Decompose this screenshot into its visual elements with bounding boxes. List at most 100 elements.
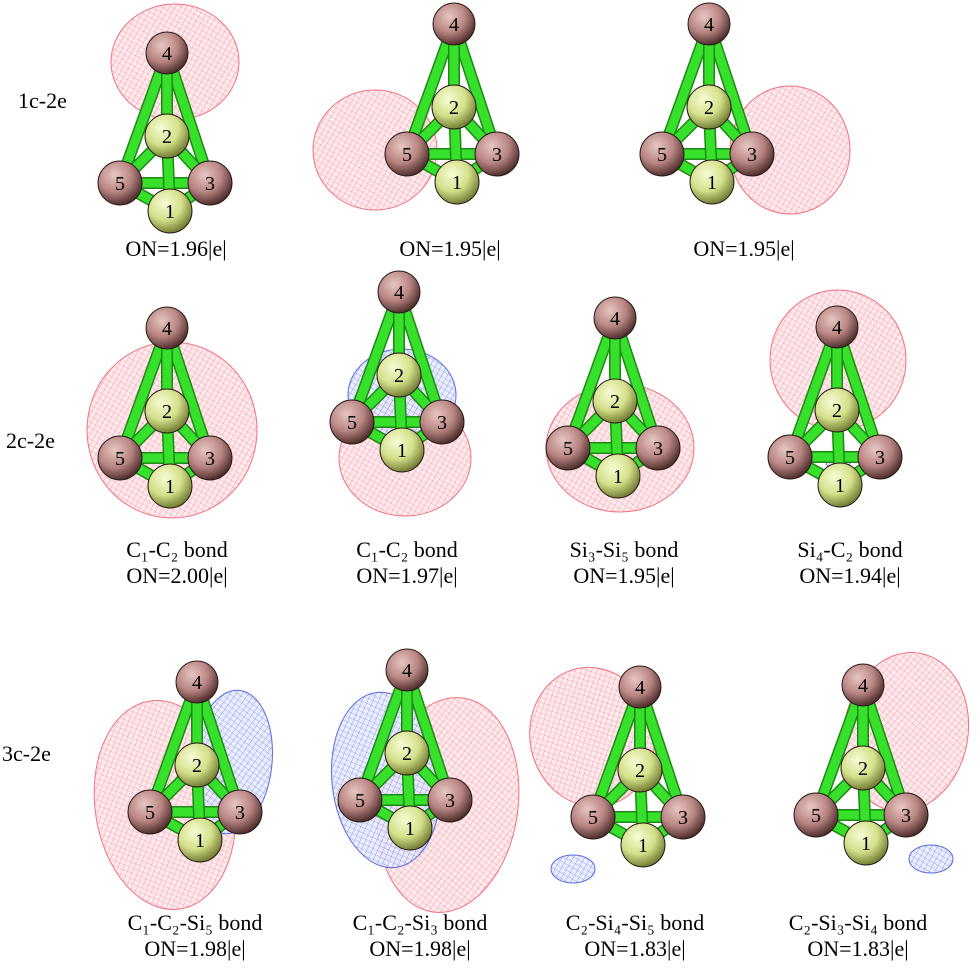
- panel-r3-p1-bond-4-5: [145, 677, 202, 817]
- panel-r1-p1-atom-number-5: 5: [115, 173, 125, 195]
- panel-r3-p3-blue-lobe-2: [550, 854, 596, 884]
- panel-r1-p3-atom-number-2: 2: [704, 97, 714, 119]
- panel-r2-p1-atom-1-carbon: [147, 463, 193, 509]
- panel-r2-p2-atom-number-2: 2: [394, 365, 404, 387]
- panel-r2-p4-bond-4-5: [785, 322, 842, 462]
- panel-r1-p2-bond-4-5: [402, 19, 459, 159]
- panel-r2-p2-atom-3-silicon: [419, 399, 465, 445]
- panel-r1-p2-bond-4-3: [449, 19, 502, 159]
- panel-r1-p3-atom-number-3: 3: [747, 144, 757, 166]
- panel-r2-p1-atom-number-3: 3: [205, 448, 215, 470]
- panel-r3-p4-atom-4-silicon: [841, 663, 885, 707]
- panel-r2-p4-atom-3-silicon: [857, 434, 903, 480]
- panel-r1-p3-atom-number-1: 1: [707, 172, 717, 194]
- panel-r1-p3-bond-4-3: [704, 19, 757, 159]
- panel-r3-p4-atom-number-1: 1: [861, 833, 871, 855]
- panel-r1-p1-atom-1-carbon: [147, 188, 193, 234]
- panel-r1-p2-atom-number-4: 4: [449, 14, 459, 36]
- panel-r2-p4-atom-number-2: 2: [832, 400, 842, 422]
- panel-r1-p3-atom-1-carbon: [689, 159, 735, 205]
- panel-r3-p2-bond-4-5: [355, 665, 412, 805]
- panel-r2-p2-bond-4-5: [347, 287, 404, 427]
- row-label-2c-2e: 2c-2e: [6, 428, 55, 453]
- panel-r1-p3-bond-4-5: [657, 19, 714, 159]
- panel-r3-p4-bond-4-5: [811, 680, 868, 820]
- panel-r1-p2-atom-number-2: 2: [449, 97, 459, 119]
- panel-r2-p3-atom-4-silicon: [593, 296, 637, 340]
- panel-r3-p4-atom-number-5: 5: [811, 805, 821, 827]
- panel-r1-p2-atom-4-silicon: [432, 2, 476, 46]
- panel-r2-p1-atom-number-5: 5: [115, 448, 125, 470]
- panel-r2-p4-atom-2-carbon: [814, 387, 860, 433]
- panel-r3-p3-atom-number-4: 4: [635, 677, 645, 699]
- panel-r2-p1-bond-4-3: [162, 323, 215, 463]
- panel-r3-p1-atom-number-1: 1: [195, 830, 205, 852]
- panel-r2-p2-atom-2-carbon: [376, 352, 422, 398]
- panel-r1-p1-atom-number-4: 4: [162, 43, 172, 65]
- panel-r3-p1-atom-4-silicon: [175, 660, 219, 704]
- panel-r3-p4-bond-4-3: [858, 680, 911, 820]
- panel-r1-p2-atom-number-5: 5: [402, 144, 412, 166]
- panel-r2-p3-bond-4-5: [563, 313, 620, 453]
- panel-r3-p4-atom-number-4: 4: [858, 675, 868, 697]
- panel-r3-p2-bond-4-3: [402, 665, 455, 805]
- panel-r1-p1-atom-4-silicon: [145, 31, 189, 75]
- panel-r2-p1-bond-4-5: [115, 323, 172, 463]
- panel-r3-p3-atom-4-silicon: [618, 665, 662, 709]
- panel-r3-p1-atom-number-2: 2: [192, 755, 202, 777]
- panel-r2-p2-bond-4-3: [394, 287, 447, 427]
- panel-r2-p4-atom-1-carbon: [817, 462, 863, 508]
- caption-1c-1: ON=1.96|e|: [125, 236, 227, 261]
- panel-r2-p3-atom-2-carbon: [592, 378, 638, 424]
- panel-r1-p1-atom-number-3: 3: [205, 173, 215, 195]
- panel-r3-p1-bond-4-3: [192, 677, 245, 817]
- panel-r2-p4-atom-number-3: 3: [875, 447, 885, 469]
- panel-r1-p1-atom-number-1: 1: [165, 201, 175, 223]
- panel-r3-p1-atom-1-carbon: [177, 817, 223, 863]
- panel-r1-p1-atom-3-silicon: [187, 160, 233, 206]
- panel-r1-p1-atom-number-2: 2: [162, 126, 172, 148]
- panel-r3-p1-atom-2-carbon: [174, 742, 220, 788]
- panel-r2-p4-atom-5-silicon: [767, 434, 813, 480]
- panel-r2-p1-atom-4-silicon: [145, 306, 189, 350]
- panel-r2-p2-atom-1-carbon: [379, 427, 425, 473]
- panel-r1-p1-molecule: 4 5 3 2 1: [97, 31, 233, 234]
- panel-r1-p2-atom-1-carbon: [434, 159, 480, 205]
- panel-r3-p1-atom-5-silicon: [127, 789, 173, 835]
- panel-r3-p2-atom-number-2: 2: [402, 743, 412, 765]
- panel-r1-p3-atom-3-silicon: [729, 131, 775, 177]
- panel-r1-p1-atom-2-carbon: [144, 113, 190, 159]
- panel-r1-p3-atom-number-4: 4: [704, 14, 714, 36]
- panel-r1-p1-bond-4-5: [115, 48, 172, 188]
- panel-r2-p2-atom-number-3: 3: [437, 412, 447, 434]
- panel-r3-p2-atom-3-silicon: [427, 777, 473, 823]
- caption-1c-2: ON=1.95|e|: [399, 236, 501, 261]
- panel-r2-p4-atom-4-silicon: [815, 305, 859, 349]
- panel-r3-p4-atom-2-carbon: [840, 745, 886, 791]
- panel-r2-p3-atom-number-2: 2: [610, 391, 620, 413]
- panel-r3-p1-atom-number-3: 3: [235, 802, 245, 824]
- panel-r2-p4-bond-4-3: [832, 322, 885, 462]
- panel-r1-p2-atom-3-silicon: [474, 131, 520, 177]
- panel-r2-p3-atom-3-silicon: [635, 425, 681, 471]
- panel-r2-p3-atom-number-1: 1: [613, 466, 623, 488]
- panel-r1-p1-atom-5-silicon: [97, 160, 143, 206]
- panel-r2-p2-atom-4-silicon: [377, 270, 421, 314]
- panel-r2-p3-atom-number-4: 4: [610, 308, 620, 330]
- panel-r3-p3-atom-number-2: 2: [635, 760, 645, 782]
- panel-r3-p1-atom-3-silicon: [217, 789, 263, 835]
- panel-r1-p2-atom-number-1: 1: [452, 172, 462, 194]
- panel-r3-p2-atom-5-silicon: [337, 777, 383, 823]
- panel-r2-p1-atom-number-4: 4: [162, 318, 172, 340]
